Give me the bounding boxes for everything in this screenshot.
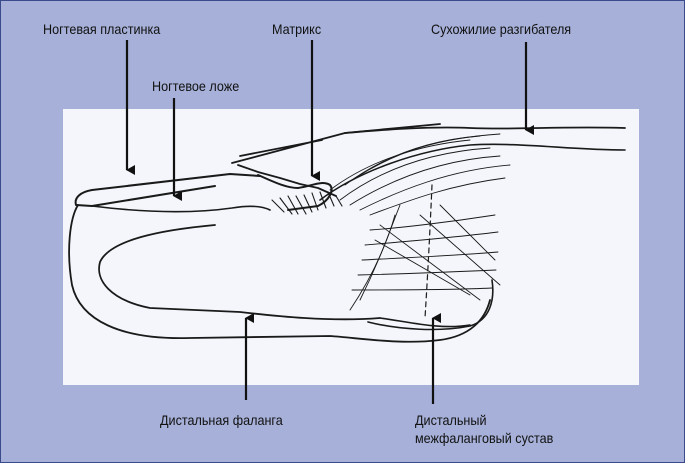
joint-ligaments [350,205,500,310]
joint-line [425,185,432,318]
label-extensor-tendon: Сухожилие разгибателя [431,21,571,38]
matrix-fibres [272,192,342,214]
label-nail-bed: Ногтевое ложе [152,78,239,95]
nail-bed-line [92,206,270,212]
distal-phalanx-bone [99,225,380,319]
joint-capsule [368,280,493,329]
label-nail-plate: Ногтевая пластинка [43,21,160,38]
phalanx-base [380,318,470,327]
label-dip-joint-line2: межфаланговый сустав [415,430,553,447]
tendon-lower [320,144,625,200]
label-matrix: Матрикс [272,21,321,38]
nail-plate-shape [76,174,260,206]
tendon-fibres [330,134,510,215]
label-distal-phalanx: Дистальная фаланга [160,412,283,429]
label-dip-joint-line1: Дистальный [415,412,486,429]
finger-outline [69,205,490,342]
